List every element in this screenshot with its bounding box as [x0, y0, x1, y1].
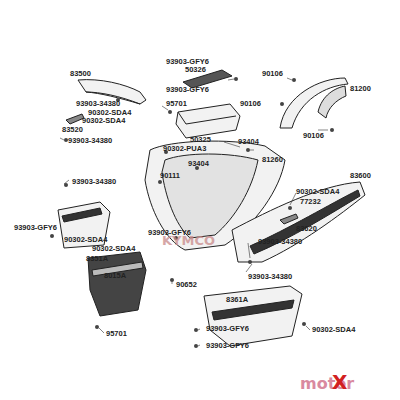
part-number: 93903-34380 [68, 137, 112, 145]
part-number: 90302-SDA4 [64, 236, 107, 244]
part-number: 90302-SDA4 [82, 117, 125, 125]
part-number: 8361A [226, 296, 248, 304]
part-number: 77232 [300, 198, 321, 206]
part-number: 83500 [70, 70, 91, 78]
part-number: 90302-PUA3 [163, 145, 206, 153]
part-number: 81200 [350, 85, 371, 93]
part-number: 83620 [296, 225, 317, 233]
part-number: 90106 [240, 100, 261, 108]
part-number: 8015A [104, 272, 126, 280]
part-number: 81260 [262, 156, 283, 164]
part-number: 93903-GFY6 [166, 58, 209, 66]
part-number: 50326 [185, 66, 206, 74]
part-number: 93903-34380 [72, 178, 116, 186]
part-number: 83520 [62, 126, 83, 134]
part-number: 93903-GFY6 [166, 86, 209, 94]
part-number: 90302-SDA4 [92, 245, 135, 253]
part-number: 93404 [188, 160, 209, 168]
part-number: 90111 [160, 172, 180, 180]
part-number: 50325 [190, 136, 211, 144]
part-number: 93903-GFY6 [14, 224, 57, 232]
watermark: X [332, 372, 347, 392]
part-number: 93404 [238, 138, 259, 146]
part-number: 93903-34380 [248, 273, 292, 281]
part-number: 83600 [350, 172, 371, 180]
part-number: 93903-GFY6 [206, 325, 249, 333]
part-number: 93903-34380 [258, 238, 302, 246]
part-number: 93903-34380 [76, 100, 120, 108]
part-number: 90106 [303, 132, 324, 140]
part-number: 95701 [166, 100, 187, 108]
part-number: 90106 [262, 70, 283, 78]
part-number: 90302-SDA4 [88, 109, 131, 117]
part-number: 95701 [106, 330, 127, 338]
part-number: 93903-GFY6 [206, 342, 249, 350]
part-number: 90652 [176, 281, 197, 289]
part-number: 90302-SDA4 [312, 326, 355, 334]
watermark: KYMCO [162, 234, 215, 247]
part-number: 8351A [86, 255, 108, 263]
part-number: 90302-SDA4 [296, 188, 339, 196]
